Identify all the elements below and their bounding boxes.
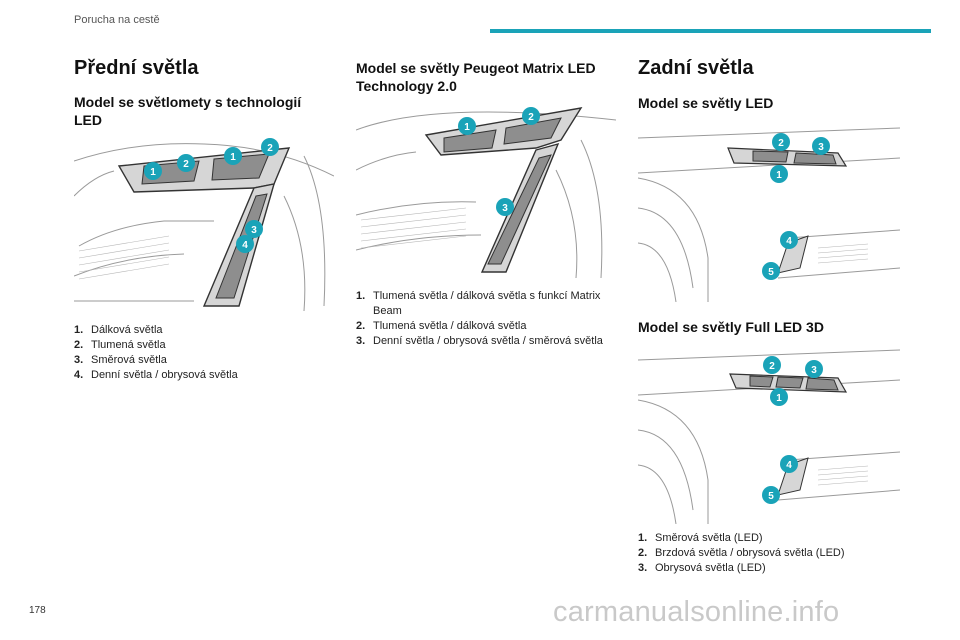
subtitle-led-headlights: Model se světlomety s technologií LED [74,94,302,128]
badge-number: 2 [778,138,784,149]
legend-item: 3.Denní světla / obrysová světla / směro… [356,335,603,347]
badge-number: 4 [242,240,248,251]
running-header: Porucha na cestě [74,14,160,26]
legend-item: 1.Dálková světla [74,324,163,336]
legend-item: 1.Tlumená světla / dálková světla s funk… [356,290,601,317]
legend-item: 1.Směrová světla (LED) [638,532,763,544]
badge-number: 1 [776,393,782,404]
badge-number: 5 [768,491,774,502]
badge-number: 4 [786,236,792,247]
badge-number: 3 [502,203,508,214]
badge-number: 5 [768,267,774,278]
legend-rear-lights: 1.Směrová světla (LED) 2.Brzdová světla … [638,531,900,576]
section-title-front-lights: Přední světla [74,57,199,79]
legend-item: 4.Denní světla / obrysová světla [74,369,238,381]
legend-item: 2.Brzdová světla / obrysová světla (LED) [638,547,845,559]
watermark: carmanualsonline.info [553,596,840,628]
badge-number: 1 [464,122,470,133]
legend-item: 3.Směrová světla [74,354,167,366]
header-accent-bar [490,29,931,33]
page-number: 178 [29,605,46,616]
badge-number: 2 [183,159,189,170]
section-title-rear-lights: Zadní světla [638,57,754,79]
subtitle-rear-full-led-3d: Model se světly Full LED 3D [638,319,824,335]
badge-number: 2 [528,112,534,123]
rear-light-led-illustration: 2 3 1 4 5 [638,118,900,302]
badge-number: 1 [776,170,782,181]
badge-number: 4 [786,460,792,471]
badge-number: 2 [769,361,775,372]
legend-front-led: 1.Dálková světla 2.Tlumená světla 3.Směr… [74,323,334,383]
subtitle-rear-led: Model se světly LED [638,95,774,111]
badge-number: 1 [150,167,156,178]
badge-number: 2 [267,143,273,154]
legend-item: 2.Tlumená světla / dálková světla [356,320,527,332]
front-headlight-matrix-illustration: 1 2 3 [356,100,616,280]
badge-number: 1 [230,152,236,163]
badge-number: 3 [251,225,257,236]
legend-item: 2.Tlumená světla [74,339,166,351]
badge-number: 3 [818,142,824,153]
legend-item: 3.Obrysová světla (LED) [638,562,766,574]
front-headlight-led-illustration: 1 2 1 2 3 4 [74,136,334,314]
legend-front-matrix: 1.Tlumená světla / dálková světla s funk… [356,289,606,349]
subtitle-matrix-led: Model se světly Peugeot Matrix LED Techn… [356,60,596,94]
rear-light-full-led-3d-illustration: 2 3 1 4 5 [638,340,900,524]
badge-number: 3 [811,365,817,376]
